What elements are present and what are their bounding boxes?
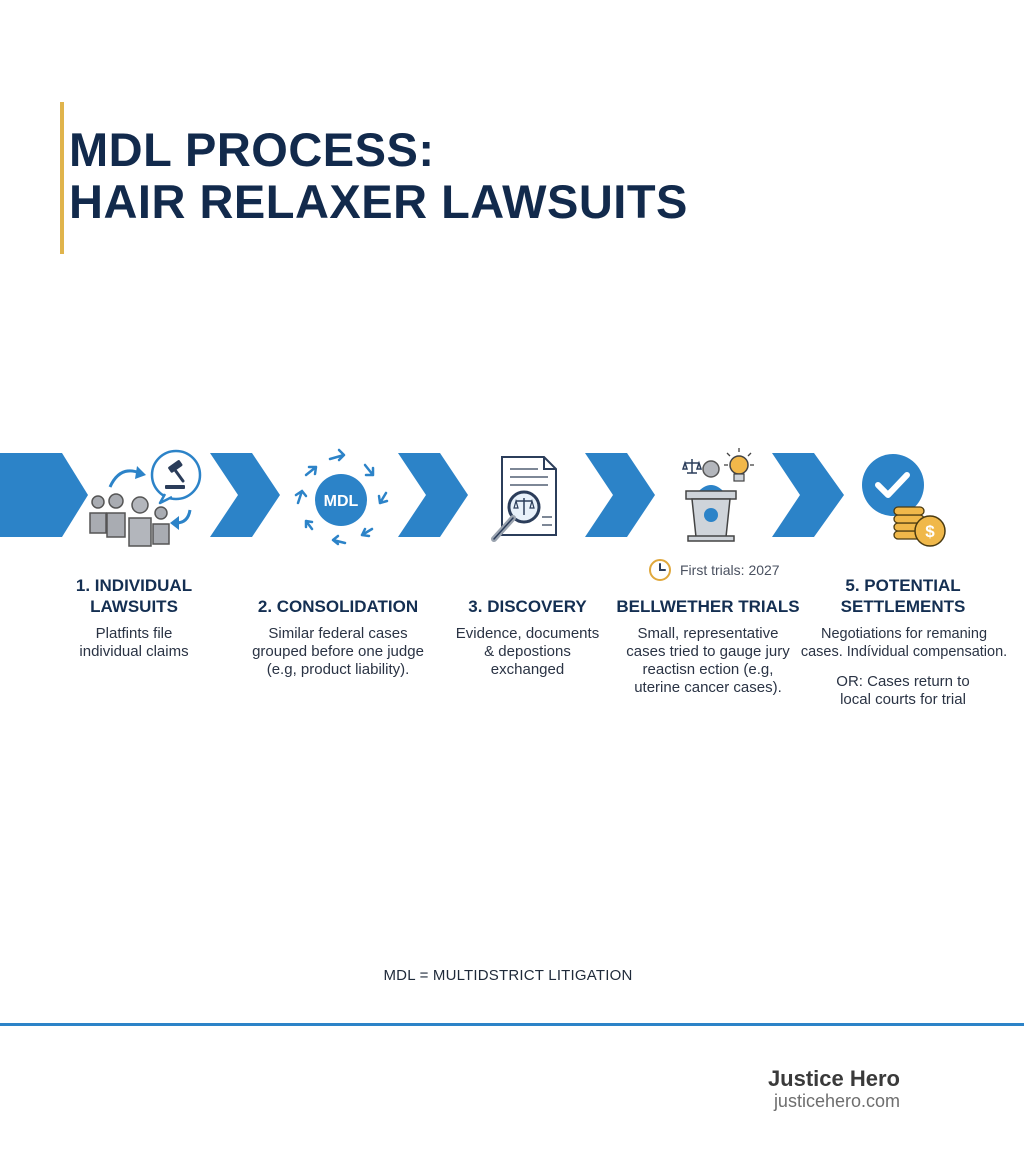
step-4-desc: Small, representative cases tried to gau… (608, 625, 808, 697)
step-4-desc-line-4: uterine cancer cases). (634, 679, 782, 696)
step-5-alt-line-1: OR: Cases return to (836, 673, 970, 690)
document-magnifier-icon (491, 456, 557, 542)
flow-arrow-2 (210, 453, 280, 537)
mdl-circle-icon: MDL (294, 448, 389, 546)
title-line-2: HAIR RELAXER LAWSUITS (69, 175, 688, 228)
step-4-title-line-1: BELLWETHER TRIALS (616, 597, 800, 616)
step-2-desc-line-3: (e.g, product liability). (266, 661, 410, 678)
brand-name: Justice Hero (767, 1066, 900, 1091)
step-5-title-line-1: 5. POTENTIAL (845, 576, 961, 595)
clock-icon (649, 559, 671, 581)
step-3-desc-line-3: exchanged (490, 661, 565, 678)
step-5-alt: OR: Cases return to local courts for tri… (803, 673, 1003, 709)
step-3-title-line-1: 3. DISCOVERY (468, 597, 587, 616)
step-5-title-line-2: SETTLEMENTS (840, 597, 966, 616)
first-trials-badge: First trials: 2027 (648, 558, 780, 582)
step-2-title: 2. CONSOLIDATION (238, 596, 438, 617)
flow-arrow-4 (585, 453, 655, 537)
first-trials-text: First trials: 2027 (680, 562, 780, 578)
page-title: MDL PROCESS: HAIR RELAXER LAWSUITS (69, 124, 688, 228)
step-5-alt-line-2: local courts for trial (840, 691, 966, 708)
step-4-desc-line-2: cases tried to gauge jury (626, 643, 790, 660)
step-1-desc-line-1: Platfints file (95, 625, 173, 642)
step-1-desc-line-2: individual claims (79, 643, 189, 660)
flow-arrow-5 (772, 453, 844, 537)
step-5-title: 5. POTENTIAL SETTLEMENTS (803, 575, 1003, 617)
step-2-desc: Similar federal cases grouped before one… (238, 625, 438, 679)
step-1-title: 1. INDIVIDUAL LAWSUITS (34, 575, 234, 617)
podium-speaker-icon (681, 448, 754, 542)
step-2-desc-line-1: Similar federal cases (268, 625, 408, 642)
step-4-title: BELLWETHER TRIALS (608, 596, 808, 617)
step-1-title-line-1: 1. INDIVIDUAL (75, 576, 193, 595)
step-5-desc-line-2: cases. Indívidual compensation. (800, 644, 1008, 660)
step-1-desc: Platfints file individual claims (34, 625, 234, 661)
step-5-desc: Negotiations for remaning cases. Indívid… (798, 625, 1010, 661)
step-3-desc-line-2: & depostions (484, 643, 571, 660)
flow-arrow-1 (0, 453, 88, 537)
step-3-desc: Evidence, documents & depostions exchang… (435, 625, 620, 679)
plaintiffs-gavel-icon (89, 449, 202, 547)
process-flow: MDL (0, 448, 946, 547)
flow-arrow-3 (398, 453, 468, 537)
mdl-footnote: MDL = MULTIDSTRICT LITIGATION (383, 967, 633, 984)
step-2-desc-line-2: grouped before one judge (252, 643, 424, 660)
footer-divider (0, 1023, 1024, 1026)
brand-url: justicehero.com (773, 1091, 900, 1111)
step-3-desc-line-1: Evidence, documents (455, 625, 600, 642)
mdl-circle-label: MDL (324, 493, 359, 510)
title-line-1: MDL PROCESS: (69, 123, 435, 176)
step-5-desc-line-1: Negotiations for remaning (820, 626, 988, 642)
step-4-desc-line-1: Small, representative (637, 625, 779, 642)
step-4-desc-line-3: reactisn ection (e.g, (642, 661, 774, 678)
step-3-title: 3. DISCOVERY (435, 596, 620, 617)
step-2-title-line-1: 2. CONSOLIDATION (257, 597, 419, 616)
step-1-title-line-2: LAWSUITS (90, 597, 178, 616)
checkmark-coins-icon: $ (862, 454, 946, 547)
title-accent-bar (60, 102, 64, 254)
dollar-sign-icon: $ (925, 522, 935, 541)
